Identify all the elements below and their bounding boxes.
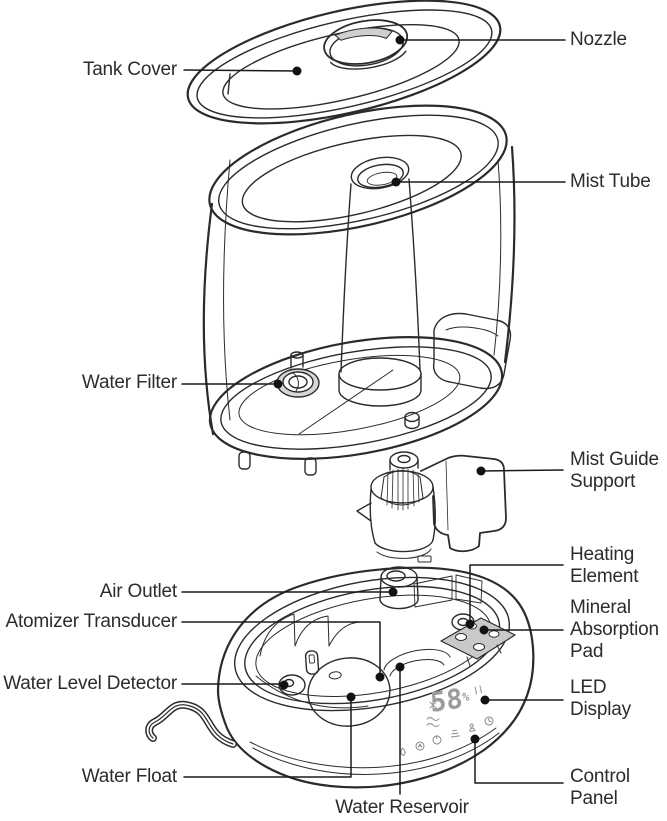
power-icon: [432, 735, 442, 745]
power-cord-drawing: [145, 700, 237, 748]
display-indicator-icons: [426, 685, 483, 728]
mode-indicator-icon: [429, 699, 437, 710]
label-tank-cover: Tank Cover: [82, 59, 177, 80]
water-drop-icon: [400, 747, 406, 756]
air-outlet-drawing: [379, 566, 419, 610]
humidity-value: 58: [428, 683, 464, 719]
label-water-level-detector: Water Level Detector: [3, 673, 177, 694]
control-panel-icons: [400, 716, 494, 756]
label-nozzle: Nozzle: [570, 29, 627, 50]
mist-wave-icon: [426, 716, 440, 728]
base-drawing: [145, 566, 535, 789]
water-tank-drawing: [202, 104, 516, 476]
label-water-reservoir: Water Reservoir: [335, 797, 469, 818]
label-mist-tube: Mist Tube: [570, 171, 651, 192]
float-pin-drawing: [304, 650, 320, 675]
water-reservoir-drawing: [383, 648, 451, 677]
mist-guide-support-drawing: [356, 451, 507, 563]
label-air-outlet: Air Outlet: [99, 581, 177, 602]
mist-level-icon: [450, 729, 460, 738]
label-control-panel: Control Panel: [570, 766, 630, 809]
mist-tube-drawing: [338, 156, 422, 407]
label-heating-element: Heating Element: [570, 544, 639, 587]
water-float-drawing: [307, 657, 391, 727]
label-mist-guide-support: Mist Guide Support: [570, 449, 659, 492]
leader-lines: [181, 39, 566, 795]
filter-indicator-icon: [474, 685, 483, 695]
auto-mode-icon: [415, 741, 425, 751]
label-atomizer-transducer: Atomizer Transducer: [5, 611, 178, 632]
nozzle-drawing: [323, 19, 409, 70]
timer-icon: [484, 716, 494, 726]
mineral-absorption-pad-drawing: [440, 617, 516, 667]
percent-unit: %: [461, 689, 471, 705]
label-water-float: Water Float: [81, 766, 177, 787]
label-mineral-absorption-pad: Mineral Absorption Pad: [570, 597, 659, 662]
label-led-display: LED Display: [570, 677, 631, 720]
night-light-icon: [469, 723, 476, 732]
label-water-filter: Water Filter: [81, 372, 177, 393]
leader-dots: [273, 35, 490, 744]
